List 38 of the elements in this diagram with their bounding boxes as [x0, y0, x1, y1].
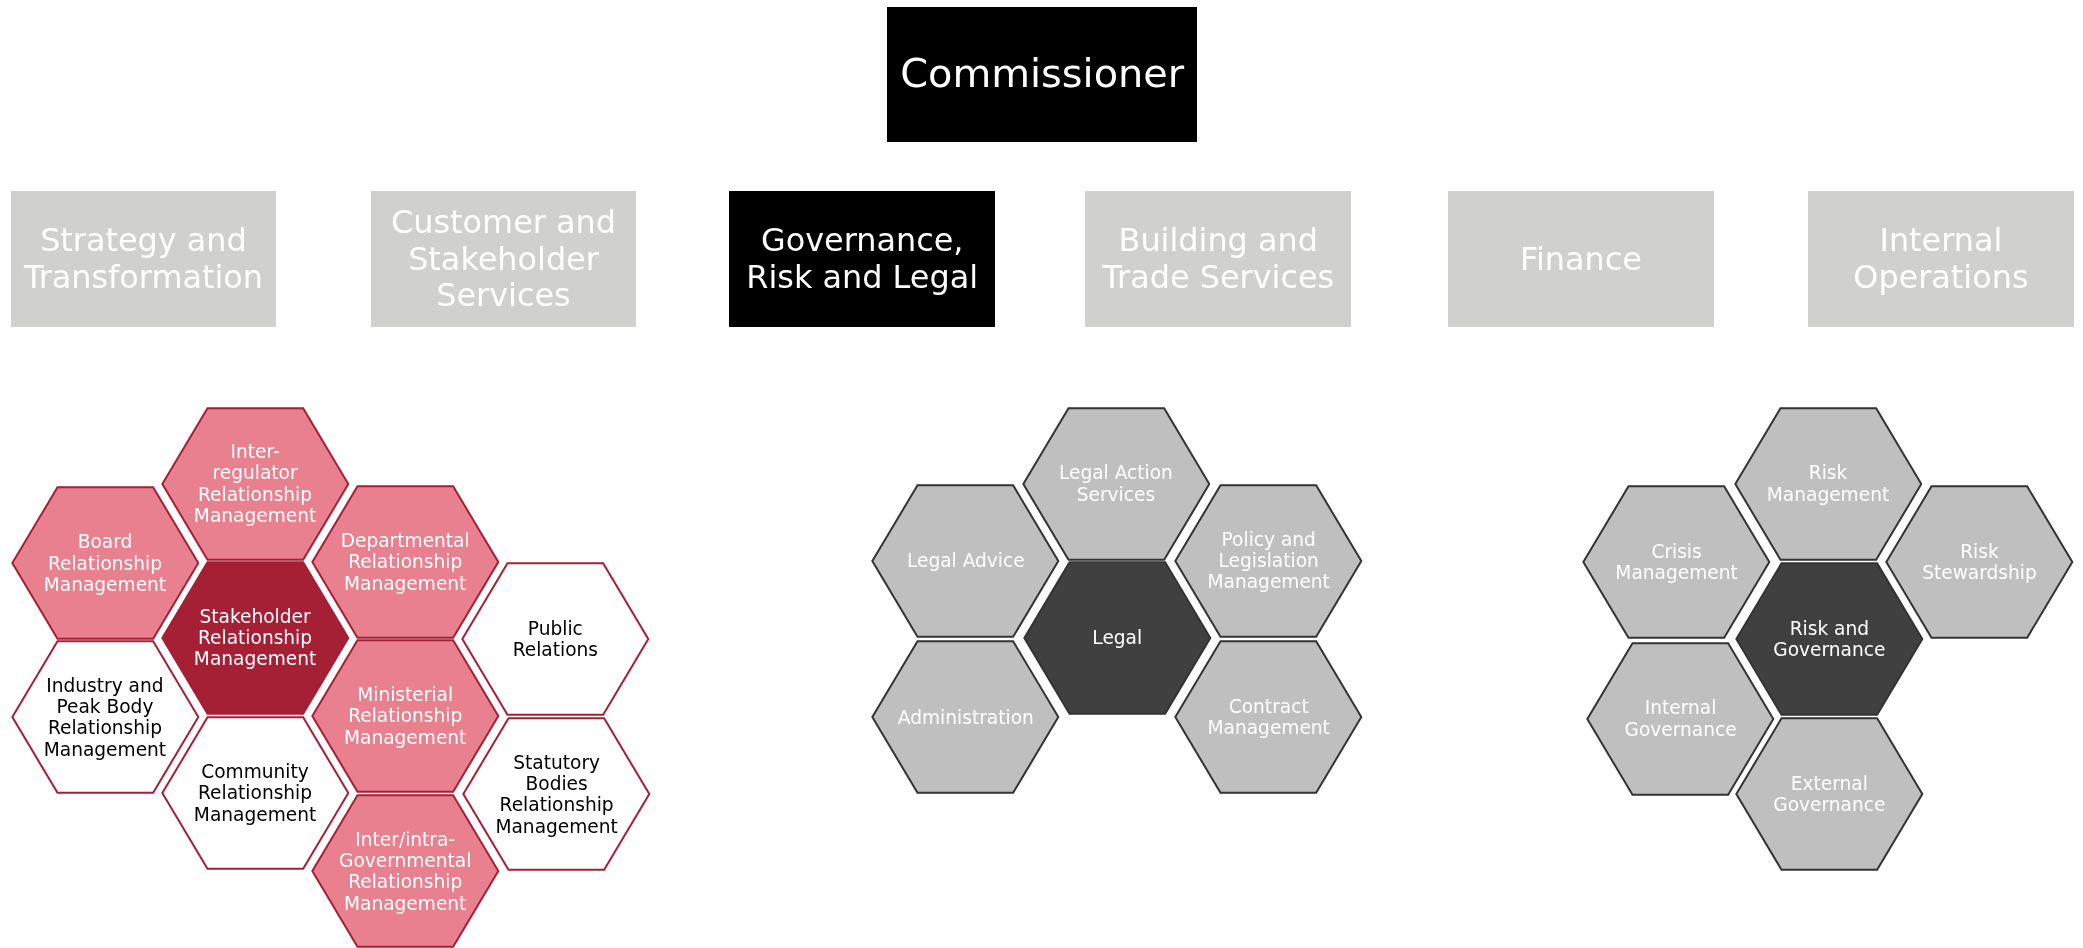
function-label: Risk Stewardship [1921, 540, 2038, 584]
function-label: Legal Advice [906, 549, 1025, 572]
function-label: Industry and Peak Body Relationship Management [42, 674, 168, 761]
function-label: Contract Management [1206, 696, 1331, 739]
function-label: Stakeholder Relationship Management [192, 605, 318, 670]
function-label: Risk and Governance [1772, 617, 1887, 661]
function-label: Crisis Management [1614, 540, 1739, 584]
function-label: Statutory Bodies Relationship Management [494, 751, 619, 838]
hexagon-tile [1174, 483, 1364, 638]
hexagon-tile [871, 640, 1061, 795]
function-label: Community Relationship Management [192, 761, 318, 826]
unit-title: Commissioner [900, 51, 1185, 98]
hexagon-tile [871, 483, 1061, 638]
function-label: Public Relations [511, 617, 599, 661]
hexagon-tile [1586, 641, 1775, 796]
unit-box [887, 6, 1197, 143]
unit-box [10, 191, 277, 327]
function-label: Risk Management [1765, 462, 1891, 505]
function-label: Ministerial Relationship Management [343, 684, 468, 749]
function-label: Inter/intra-Governmental Relationship Management [339, 828, 472, 915]
function-label: Legal [1092, 627, 1143, 649]
function-label: Administration [897, 706, 1034, 729]
function-label: Policy and Legislation Management [1206, 528, 1331, 593]
hexagon-tile [1735, 717, 1924, 872]
function-label: Legal Action Services [1058, 462, 1174, 505]
unit-box [1448, 191, 1714, 327]
unit-box [1085, 191, 1352, 327]
function-label: Internal Governance [1623, 697, 1738, 741]
hexagon-tile [1174, 640, 1364, 795]
unit-title: Governance, Risk and Legal [745, 222, 980, 296]
hexagon-tile [1733, 406, 1923, 561]
function-label: Inter-regulator Relationship Management [192, 440, 318, 527]
unit-box [729, 191, 996, 327]
function-label: External Governance [1772, 773, 1887, 816]
unit-box [370, 191, 637, 327]
unit-box [1808, 191, 2074, 327]
function-label: Board Relationship Management [42, 531, 168, 596]
function-label: Departmental Relationship Management [340, 529, 470, 594]
